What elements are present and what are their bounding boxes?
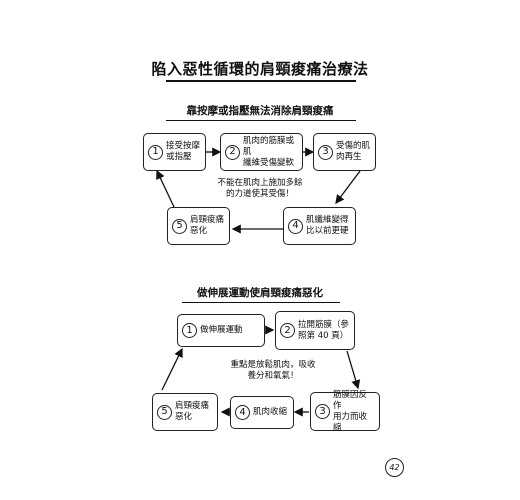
diagram1-title-underline [166, 120, 356, 121]
diagram1-step-4-box: 4 肌纖維變得 比以前更硬 [283, 207, 356, 245]
diagram2-step-2-box: 2 拉開筋膜（參 照第 40 頁） [275, 311, 355, 350]
step-number: 5 [157, 404, 172, 420]
step-number: 1 [148, 144, 163, 160]
page-title: 陷入惡性循環的肩頸痠痛治療法 [151, 60, 369, 78]
step-number: 5 [172, 218, 187, 234]
step-number: 2 [280, 323, 295, 338]
step-text: 肩頸痠痛 惡化 [190, 215, 225, 236]
page-title-underline [166, 80, 356, 82]
diagram1-step-2-box: 2 肌肉的筋膜或肌 纖維受傷變軟 [220, 133, 303, 171]
diagram1-center-note: 不能在肌肉上施加多餘 的力道使其受傷！ [217, 178, 303, 199]
diagram2-center-note: 重點是放鬆肌肉，吸收 養分和氧氣！ [230, 360, 316, 381]
step-number: 4 [288, 218, 303, 234]
step-number: 1 [182, 323, 197, 338]
diagram2-title: 做伸展運動使肩頸痠痛惡化 [197, 287, 323, 299]
step-number: 2 [225, 144, 240, 160]
step-number: 3 [315, 404, 330, 419]
step-text: 肌纖維變得 比以前更硬 [306, 215, 349, 236]
step-text: 拉開筋膜（參 照第 40 頁） [298, 319, 350, 341]
step-number: 3 [318, 144, 333, 160]
step-text: 肩頸痠痛 惡化 [175, 401, 210, 422]
diagram2-step-4-box: 4 肌肉收縮 [230, 396, 294, 429]
step-number: 4 [235, 405, 250, 420]
step-text: 受傷的肌 肉再生 [336, 141, 371, 162]
page-number: 42 [385, 458, 404, 477]
arrow-5-1 [156, 169, 175, 208]
arrow2-5-1 [161, 347, 183, 391]
diagram2-step-3-box: 3 筋膜因反作 用力而收縮 [310, 389, 380, 433]
step-text: 做伸展運動 [200, 325, 243, 335]
diagram2-title-underline [182, 302, 340, 303]
diagram2-step-5-box: 5 肩頸痠痛 惡化 [152, 393, 218, 431]
step-text: 肌肉收縮 [253, 407, 288, 417]
diagram1-step-3-box: 3 受傷的肌 肉再生 [313, 133, 376, 171]
diagram2-step-1-box: 1 做伸展運動 [177, 314, 265, 347]
diagram1-title: 靠按摩或指壓無法消除肩頸痠痛 [186, 105, 334, 117]
diagram1-step-5-box: 5 肩頸痠痛 惡化 [167, 207, 230, 245]
step-text: 肌肉的筋膜或肌 纖維受傷變軟 [243, 135, 295, 168]
step-text: 接受按摩 或指壓 [166, 141, 201, 162]
arrow-3-4 [335, 170, 361, 205]
step-text: 筋膜因反作 用力而收縮 [333, 389, 368, 433]
diagram1-step-1-box: 1 接受按摩 或指壓 [143, 133, 206, 171]
arrow2-2-3 [346, 350, 361, 390]
